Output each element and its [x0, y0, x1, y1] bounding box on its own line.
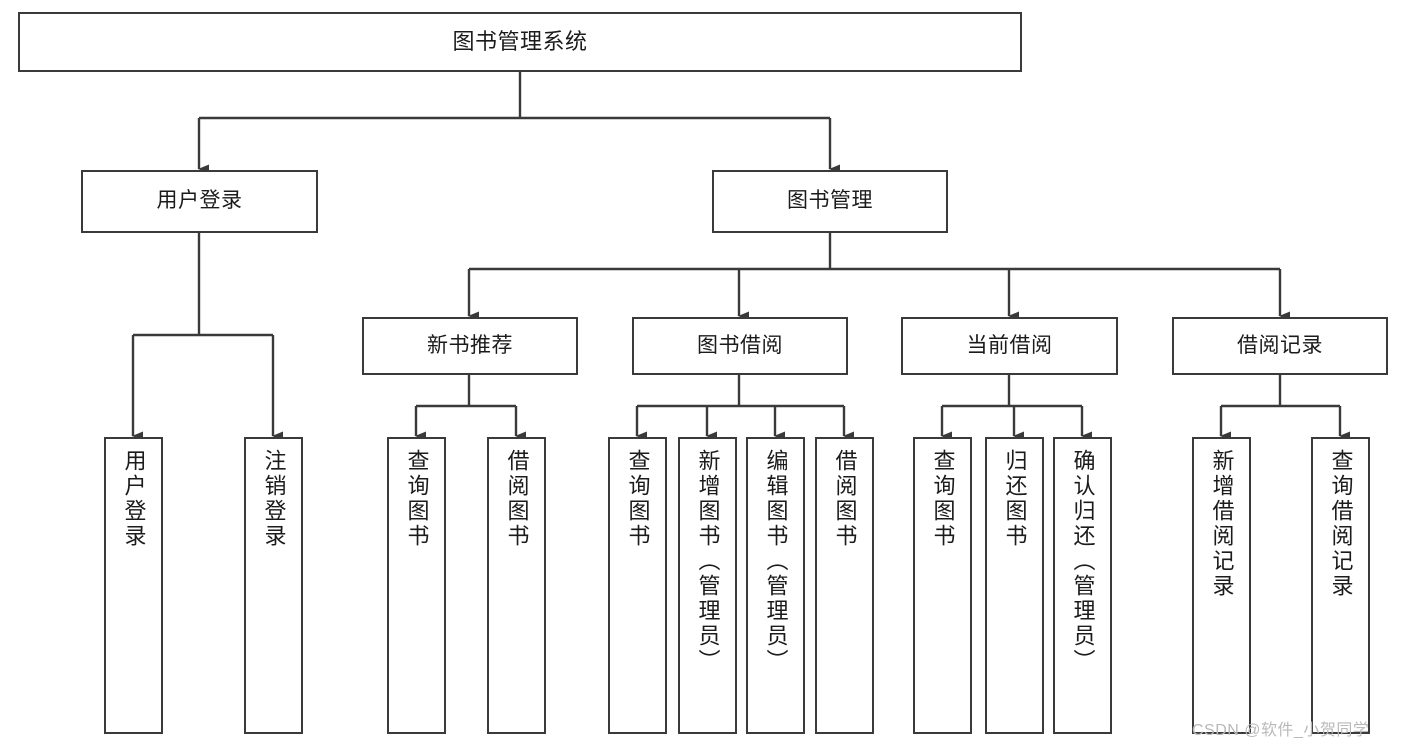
node-label: 新增图书（管理员） — [695, 449, 721, 674]
leaf-query-borrow-record[interactable]: 查询借阅记录 — [1311, 437, 1370, 734]
leaf-edit-book-admin[interactable]: 编辑图书（管理员） — [746, 437, 805, 734]
node-label: 借阅记录 — [1237, 333, 1323, 357]
node-label: 新书推荐 — [427, 333, 513, 357]
node-new-book-recommend[interactable]: 新书推荐 — [362, 317, 578, 375]
leaf-query-books-recommend[interactable]: 查询图书 — [387, 437, 446, 734]
node-label: 查询图书 — [930, 449, 956, 549]
node-label: 查询图书 — [404, 449, 430, 549]
node-book-management[interactable]: 图书管理 — [712, 170, 948, 233]
node-borrow-record[interactable]: 借阅记录 — [1172, 317, 1388, 375]
leaf-logout-login[interactable]: 注销登录 — [244, 437, 303, 734]
leaf-add-borrow-record[interactable]: 新增借阅记录 — [1192, 437, 1251, 734]
leaf-add-book-admin[interactable]: 新增图书（管理员） — [678, 437, 737, 734]
leaf-query-books-borrow[interactable]: 查询图书 — [608, 437, 667, 734]
leaf-query-books-current[interactable]: 查询图书 — [913, 437, 972, 734]
csdn-watermark: CSDN @软件_小贺同学 — [1192, 722, 1370, 739]
leaf-borrow-books[interactable]: 借阅图书 — [815, 437, 874, 734]
node-label: 归还图书 — [1002, 449, 1028, 549]
node-current-borrow[interactable]: 当前借阅 — [901, 317, 1118, 375]
node-label: 查询图书 — [625, 449, 651, 549]
node-user-login[interactable]: 用户登录 — [81, 170, 318, 233]
leaf-borrow-books-recommend[interactable]: 借阅图书 — [487, 437, 546, 734]
node-label: 查询借阅记录 — [1328, 449, 1354, 599]
node-label: 借阅图书 — [832, 449, 858, 549]
node-label: 注销登录 — [261, 449, 287, 549]
node-label: 编辑图书（管理员） — [763, 449, 789, 674]
leaf-user-login[interactable]: 用户登录 — [104, 437, 163, 734]
leaf-return-books[interactable]: 归还图书 — [985, 437, 1044, 734]
node-label: 借阅图书 — [504, 449, 530, 549]
node-label: 图书借阅 — [697, 333, 783, 357]
node-book-borrow[interactable]: 图书借阅 — [632, 317, 848, 375]
node-label: 图书管理系统 — [452, 29, 588, 55]
leaf-confirm-return-admin[interactable]: 确认归还（管理员） — [1053, 437, 1112, 734]
node-label: 当前借阅 — [966, 333, 1053, 357]
node-label: 图书管理 — [787, 189, 873, 213]
node-label: 新增借阅记录 — [1209, 449, 1235, 599]
node-label: 用户登录 — [156, 189, 243, 213]
node-root-system[interactable]: 图书管理系统 — [18, 12, 1022, 72]
node-label: 用户登录 — [121, 449, 147, 549]
node-label: 确认归还（管理员） — [1070, 449, 1096, 674]
